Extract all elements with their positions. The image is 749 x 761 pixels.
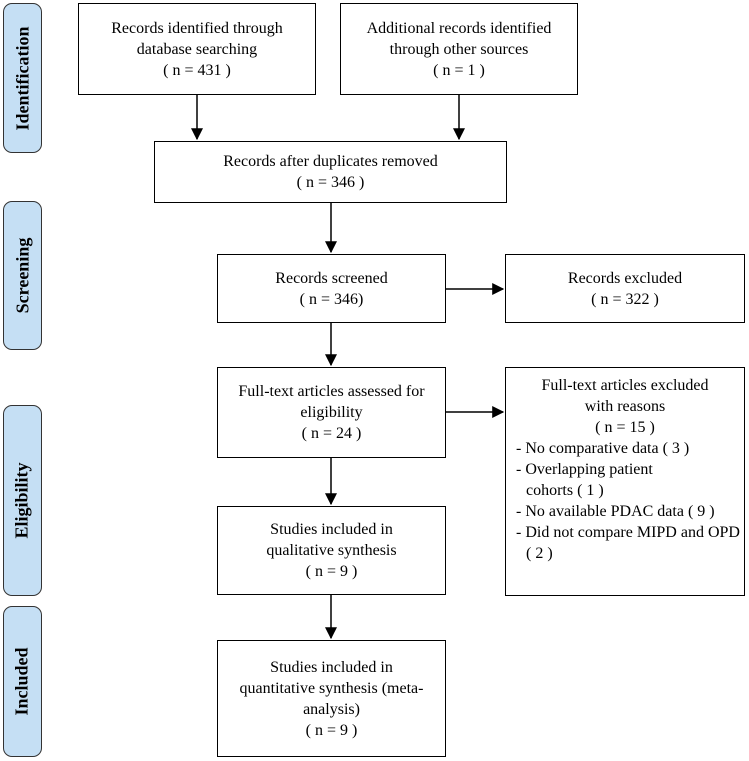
exclusion-reasons-list: - No comparative data ( 3 ) - Overlappin… <box>506 438 744 564</box>
stage-eligibility: Eligibility <box>3 405 42 596</box>
box-text: quantitative synthesis (meta- <box>239 679 424 697</box>
list-item: - No comparative data ( 3 ) <box>516 438 744 459</box>
list-item: - No available PDAC data ( 9 ) <box>516 501 744 522</box>
box-text: Records identified through <box>111 19 283 37</box>
box-fulltext-assessed: Full-text articles assessed for eligibil… <box>217 367 446 458</box>
box-text: Full-text articles assessed for <box>238 383 425 400</box>
box-text: analysis) <box>303 700 360 718</box>
box-fulltext-excluded: Full-text articles excluded with reasons… <box>505 367 745 596</box>
box-count: ( n = 346 ) <box>296 174 365 191</box>
exclusion-reason: - No available PDAC data ( 9 ) <box>516 503 715 520</box>
box-records-screened: Records screened ( n = 346) <box>217 254 446 323</box>
box-text: with reasons <box>584 398 666 415</box>
box-count: ( n = 322 ) <box>591 290 659 308</box>
box-records-excluded: Records excluded ( n = 322 ) <box>505 254 745 323</box>
list-item: - Overlapping patient cohorts ( 1 ) <box>516 459 744 501</box>
exclusion-reason: - Overlapping patient cohorts ( 1 ) <box>516 461 653 499</box>
box-text: database searching <box>136 40 258 58</box>
box-text: Additional records identified <box>366 19 552 37</box>
box-text: Records excluded <box>567 269 683 287</box>
list-item: - Did not compare MIPD and OPD ( 2 ) <box>516 522 744 564</box>
box-text: Full-text articles excluded <box>541 377 709 394</box>
stage-identification: Identification <box>3 3 42 153</box>
exclusion-reason: - No comparative data ( 3 ) <box>516 440 690 457</box>
box-text: through other sources <box>389 40 529 58</box>
box-count: ( n = 346) <box>299 290 364 308</box>
stage-screening: Screening <box>3 201 42 350</box>
exclusion-reason: - Did not compare MIPD and OPD ( 2 ) <box>516 524 740 562</box>
box-text: Records screened <box>275 269 388 287</box>
box-text: Studies included in <box>270 521 393 538</box>
box-count: ( n = 24 ) <box>301 425 362 442</box>
box-text: Records after duplicates removed <box>223 153 438 170</box>
box-count: ( n = 9 ) <box>305 721 358 739</box>
box-qualitative-synthesis: Studies included in qualitative synthesi… <box>217 506 446 595</box>
box-text: qualitative synthesis <box>266 542 397 559</box>
box-count: ( n = 431 ) <box>163 61 231 79</box>
box-other-sources: Additional records identified through ot… <box>340 3 578 95</box>
box-duplicates-removed: Records after duplicates removed ( n = 3… <box>154 141 507 203</box>
box-count: ( n = 9 ) <box>305 563 358 580</box>
box-text: Studies included in <box>270 658 393 676</box>
box-count: ( n = 15 ) <box>595 419 655 436</box>
box-count: ( n = 1 ) <box>433 61 485 79</box>
box-quantitative-synthesis: Studies included in quantitative synthes… <box>217 640 446 757</box>
box-text: eligibility <box>300 404 363 421</box>
stage-included: Included <box>3 606 42 757</box>
box-database-search: Records identified through database sear… <box>78 3 316 95</box>
